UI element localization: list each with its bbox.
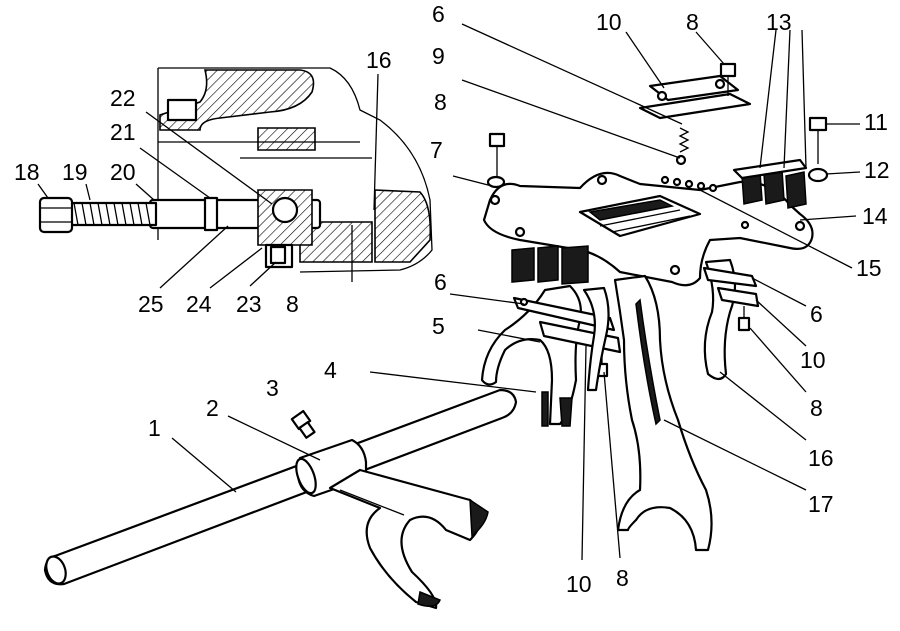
label-16-section: 16 <box>366 47 392 73</box>
housing-upper-hatch <box>159 69 315 131</box>
label-22: 22 <box>110 85 136 111</box>
callout-labels: 1 2 3 4 5 6 6 6 7 8 8 8 8 8 9 10 10 10 1… <box>14 1 890 597</box>
detent-spring-9 <box>678 127 690 153</box>
label-7: 7 <box>430 137 443 163</box>
label-13: 13 <box>766 9 792 35</box>
fork-plate-6-right <box>702 266 758 288</box>
label-16-right: 16 <box>808 445 834 471</box>
label-8-top: 8 <box>686 9 699 35</box>
label-6-left: 6 <box>434 269 447 295</box>
label-23: 23 <box>236 291 262 317</box>
bolt-8-left <box>486 132 506 189</box>
housing-bolt-head <box>166 98 198 122</box>
bolt-8-right <box>737 306 751 332</box>
fork-lock-plate-10-right <box>716 286 760 308</box>
label-21: 21 <box>110 119 136 145</box>
label-6-right: 6 <box>810 301 823 327</box>
shift-fork-4 <box>582 286 610 392</box>
label-19: 19 <box>62 159 88 185</box>
label-14: 14 <box>862 203 888 229</box>
label-17: 17 <box>808 491 834 517</box>
label-15: 15 <box>856 255 882 281</box>
shift-mechanism-assembly <box>480 62 829 552</box>
label-3: 3 <box>266 375 279 401</box>
label-6-top: 6 <box>432 1 445 27</box>
top-locking-plate <box>638 92 752 120</box>
label-4: 4 <box>324 357 337 383</box>
label-8-right: 8 <box>810 395 823 421</box>
washer-7 <box>486 175 506 189</box>
detent-spring <box>68 201 158 227</box>
shaft-groove <box>203 196 219 232</box>
top-bolt-8 <box>719 62 737 96</box>
label-10-right: 10 <box>800 347 826 373</box>
label-8-top-left: 8 <box>434 89 447 115</box>
label-9: 9 <box>432 43 445 69</box>
label-8-section: 8 <box>286 291 299 317</box>
leader-lines <box>37 23 861 561</box>
label-5: 5 <box>432 313 445 339</box>
label-11: 11 <box>864 109 888 135</box>
label-25: 25 <box>138 291 164 317</box>
fork-plate-6-left <box>512 296 616 332</box>
bolt-11 <box>807 116 829 183</box>
detent-blocks <box>732 158 808 209</box>
label-1: 1 <box>148 415 161 441</box>
shift-rod-and-fork <box>43 388 518 610</box>
washer-12 <box>807 167 829 183</box>
label-12: 12 <box>864 157 890 183</box>
label-18: 18 <box>14 159 40 185</box>
housing-inner-hatch <box>257 127 316 151</box>
housing-lower-hatch <box>299 221 373 263</box>
shift-fork-17 <box>613 274 713 552</box>
label-10-top: 10 <box>596 9 622 35</box>
label-8-bottom: 8 <box>616 565 629 591</box>
label-24: 24 <box>186 291 212 317</box>
label-20: 20 <box>110 159 136 185</box>
shift-fork-2 <box>328 468 482 610</box>
label-10-bottom: 10 <box>566 571 592 597</box>
housing-outline <box>158 67 433 273</box>
cap-nut <box>38 196 74 234</box>
lock-screw-3 <box>290 409 316 439</box>
label-2: 2 <box>206 395 219 421</box>
housing-right-hatch <box>374 189 432 263</box>
section-view <box>38 67 433 282</box>
shift-rod <box>43 388 518 586</box>
